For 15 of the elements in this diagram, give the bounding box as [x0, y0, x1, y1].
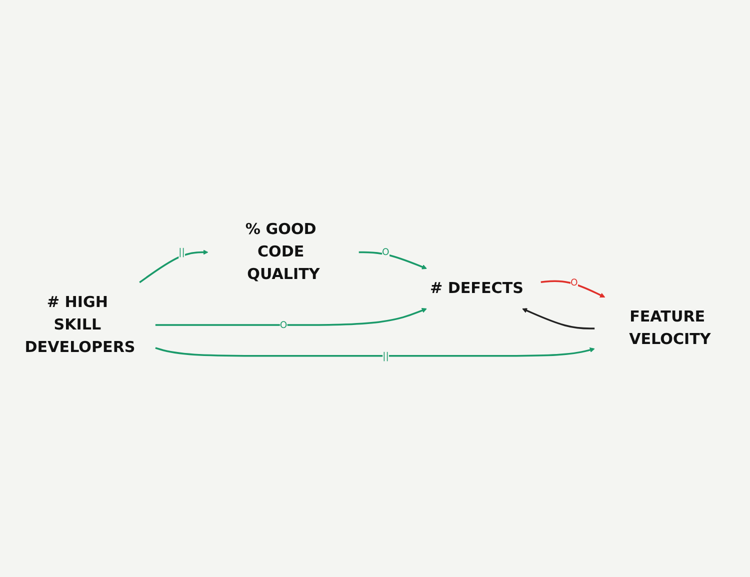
arrow	[540, 280, 606, 298]
node-text: # HIGH SKILL DEVELOPERS	[24, 293, 136, 356]
node-text: # DEFECTS	[430, 280, 524, 297]
edge-label: O	[280, 319, 288, 330]
node-text: FEATURE VELOCITY	[629, 308, 711, 348]
edge-label: ||	[178, 246, 185, 258]
arrow	[522, 308, 595, 330]
arrow	[155, 346, 595, 357]
arrow	[155, 308, 427, 326]
edge-label: O	[570, 276, 578, 288]
edge-label: ||	[382, 350, 389, 361]
arrow	[139, 250, 208, 283]
arrow	[358, 251, 427, 270]
edge-label: O	[382, 246, 390, 258]
node-text: % GOOD CODE QUALITY	[245, 220, 320, 284]
